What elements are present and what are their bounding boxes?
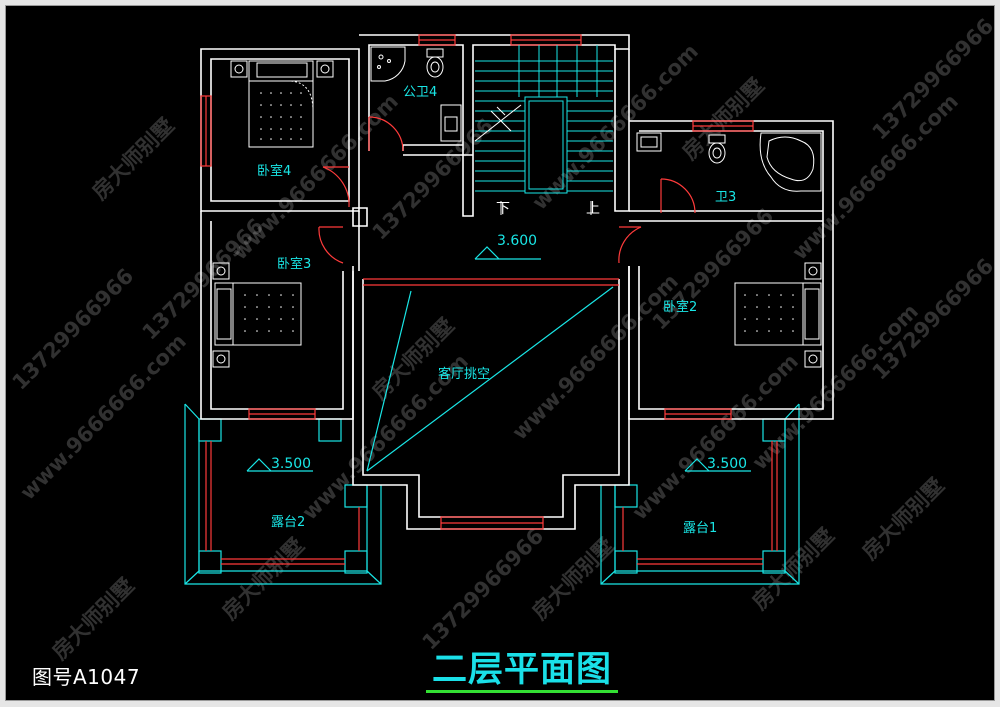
windows [200,34,754,530]
room-label-terrace2: 露台2 [271,515,305,530]
floor-plan: www.9666666.com 房大师别墅 13729966966 房大师别墅 … [8,14,994,665]
stair-up-label: 上 [586,201,600,217]
watermark-phone: 13729966966 [418,524,549,655]
bed-bedroom2 [734,262,822,368]
door-bath4 [368,116,404,152]
sink-icon [440,104,462,142]
furniture [212,60,822,368]
watermark-layer: www.9666666.com 房大师别墅 13729966966 房大师别墅 … [8,14,994,665]
door-bedroom2 [618,226,642,264]
room-label-bedroom4: 卧室4 [257,163,291,179]
watermark-brand: 房大师别墅 [48,573,139,664]
window-bedroom3 [248,408,316,420]
staircase [474,45,613,215]
drawing-frame: www.9666666.com 房大师别墅 13729966966 房大师别墅 … [5,5,995,701]
door-bedroom3 [318,226,344,264]
watermark-brand: 房大师别墅 [88,113,179,204]
void-marker [366,286,614,472]
drawing-number: 图号A1047 [32,665,141,689]
room-label-bath4: 公卫4 [403,85,437,100]
shower-icon [370,46,406,82]
room-label-bath3: 卫3 [715,190,736,205]
room-label-terrace1: 露台1 [683,521,717,536]
plan-title: 二层平面图 [431,650,612,690]
watermark-brand: 房大师别墅 [748,523,839,614]
bed-bedroom3 [212,262,302,368]
stair-down-label: 下 [496,201,510,217]
window-bath3 [692,120,754,132]
watermark-brand: 房大师别墅 [858,473,949,564]
walls [200,34,834,530]
level-markers [246,246,751,472]
window-bath4 [418,34,456,46]
bed-bedroom4 [230,60,334,148]
bathtub-icon [759,132,822,192]
sink-icon [636,132,662,152]
window-living [440,516,544,530]
window-bedroom2 [664,408,732,420]
level-terrace1: 3.500 [707,456,747,472]
toilet-icon [426,48,444,78]
watermark-brand: 房大师别墅 [218,533,309,624]
toilet-icon [708,134,726,164]
terrace-1-railing [600,403,800,585]
fixtures [370,46,822,192]
level-terrace2: 3.500 [271,456,311,472]
watermark-phone: 13729966966 [368,114,499,245]
door-bedroom4 [322,166,350,208]
doors [318,116,696,264]
watermark-site: www.9666666.com [228,89,403,264]
room-label-bedroom2: 卧室2 [663,299,697,315]
watermark-phone: 13729966966 [8,264,139,395]
window-stair [510,34,582,46]
room-label-bedroom3: 卧室3 [277,256,311,272]
window-bedroom4 [200,95,212,167]
window-corridor [363,278,619,286]
level-corridor: 3.600 [497,233,537,249]
room-label-living-void: 客厅挑空 [438,366,490,382]
watermark-site: www.9666666.com [788,89,963,264]
watermark-brand: 房大师别墅 [678,73,769,164]
door-bath3 [660,178,696,214]
title-underline [426,690,618,693]
